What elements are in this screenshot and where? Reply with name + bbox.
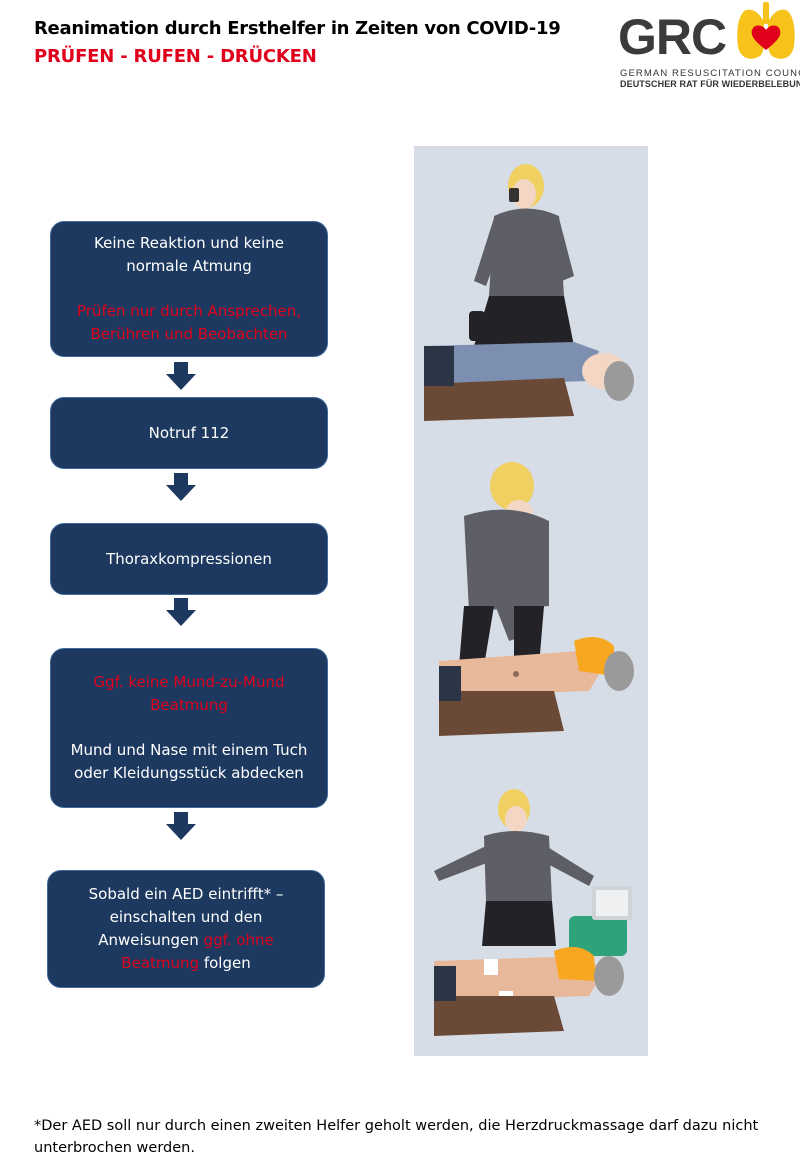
arrow-down-icon bbox=[166, 598, 196, 626]
logo-line-english: GERMAN RESUSCITATION COUNCIL bbox=[620, 68, 800, 79]
step-check-note: Prüfen nur durch Ansprechen, Berühren un… bbox=[76, 302, 301, 343]
step-check-box: Keine Reaktion und keine normale Atmung … bbox=[50, 221, 328, 357]
scene-compressions bbox=[439, 462, 634, 736]
step-cover-text: Mund und Nase mit einem Tuch oder Kleidu… bbox=[70, 741, 308, 782]
step-aed-text-a: Sobald ein AED eintrifft* – einschalten … bbox=[88, 885, 284, 949]
scene-aed bbox=[434, 789, 632, 1036]
step-aed-text: Sobald ein AED eintrifft* – einschalten … bbox=[62, 883, 310, 975]
logo-wordmark: GRC bbox=[618, 9, 727, 65]
page-title: Reanimation durch Ersthelfer in Zeiten v… bbox=[34, 18, 561, 39]
step-aed-text-b: folgen bbox=[203, 954, 251, 972]
step-call-text: Notruf 112 bbox=[148, 423, 230, 442]
step-cover-box: Ggf. keine Mund-zu-Mund Beatmung Mund un… bbox=[50, 648, 328, 808]
step-call-box: Notruf 112 bbox=[50, 397, 328, 469]
step-compress-text: Thoraxkompressionen bbox=[106, 549, 272, 568]
arrow-down-icon bbox=[166, 473, 196, 501]
lungs-heart-icon bbox=[737, 2, 795, 59]
step-aed-text-red: ggf. ohne Beatmung bbox=[121, 931, 274, 972]
logo-line-german: DEUTSCHER RAT FÜR WIEDERBELEBUNG bbox=[620, 79, 800, 89]
step-compress-box: Thoraxkompressionen bbox=[50, 523, 328, 595]
scene-calling bbox=[424, 164, 634, 421]
arrow-down-icon bbox=[166, 362, 196, 390]
step-aed-box: Sobald ein AED eintrifft* – einschalten … bbox=[47, 870, 325, 988]
step-cover-note: Ggf. keine Mund-zu-Mund Beatmung bbox=[93, 673, 285, 714]
page-subtitle: PRÜFEN - RUFEN - DRÜCKEN bbox=[34, 46, 317, 67]
cpr-illustration bbox=[424, 164, 634, 1036]
footnote: *Der AED soll nur durch einen zweiten He… bbox=[34, 1118, 759, 1156]
arrow-down-icon bbox=[166, 812, 196, 840]
grc-logo: GRC GERMAN RESUSCITATION COUNCIL DEUTSCH… bbox=[618, 2, 800, 92]
cpr-illustration-panel bbox=[414, 146, 648, 1056]
step-check-text: Keine Reaktion und keine normale Atmung bbox=[94, 234, 284, 275]
